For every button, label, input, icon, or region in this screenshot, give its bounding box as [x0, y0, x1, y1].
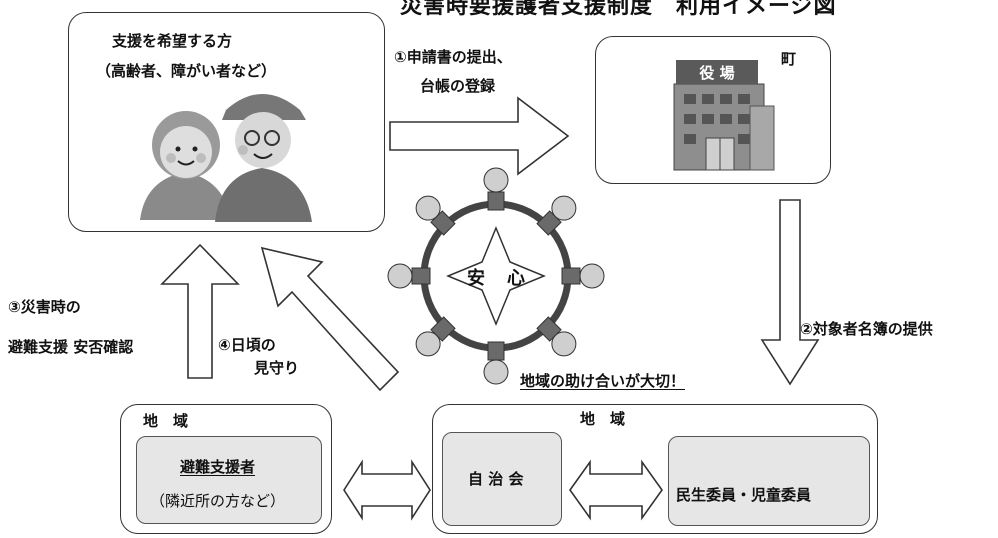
step3-label-line1: ③災害時の: [8, 298, 81, 316]
town-label: 町: [781, 50, 797, 68]
elderly-couple-illustration: [140, 94, 312, 222]
townhall-sign: 役 場: [699, 64, 734, 82]
step1-arrow: [389, 96, 570, 176]
evacuation-helper-note: （隣近所の方など）: [150, 492, 286, 510]
motto-label: 地域の助け合いが大切！: [520, 372, 686, 390]
step3-label-line2: 避難支援 安否確認: [8, 338, 134, 356]
step4-label-line1: ④日頃の: [218, 336, 276, 354]
applicant-subtitle: （高齢者、障がい者など）: [96, 62, 277, 80]
step2-label: ②対象者名簿の提供: [800, 320, 933, 338]
residents-council-box: [442, 432, 562, 526]
step4-arrow: [260, 246, 400, 392]
step1-label-line1: ①申請書の提出、: [394, 48, 512, 66]
residents-council-label: 自 治 会: [468, 470, 524, 488]
step1-label-line2: 台帳の登録: [420, 77, 496, 95]
townhall-building-icon: [673, 60, 775, 171]
applicant-title: 支援を希望する方: [112, 32, 233, 50]
center-label-right: 心: [507, 268, 525, 289]
commissioner-label: 民生委員・児童委員: [676, 486, 812, 504]
diagram-title: 災害時要援護者支援制度 利用イメージ図: [400, 0, 837, 19]
cooperate-arrow-left: [343, 459, 431, 521]
center-label-left: 安: [467, 267, 485, 289]
commissioner-box: [668, 436, 870, 526]
step4-label-line2: 見守り: [254, 359, 300, 377]
left-region-heading: 地 域: [143, 412, 189, 430]
circle-of-people-illustration: [387, 167, 605, 385]
cooperate-arrow-right: [569, 459, 663, 521]
right-region-heading: 地 域: [580, 410, 626, 428]
evacuation-helper-box: [136, 436, 322, 524]
evacuation-helper-label: 避難支援者: [180, 458, 256, 476]
step3-arrow: [160, 243, 240, 379]
step2-arrow: [760, 199, 820, 386]
